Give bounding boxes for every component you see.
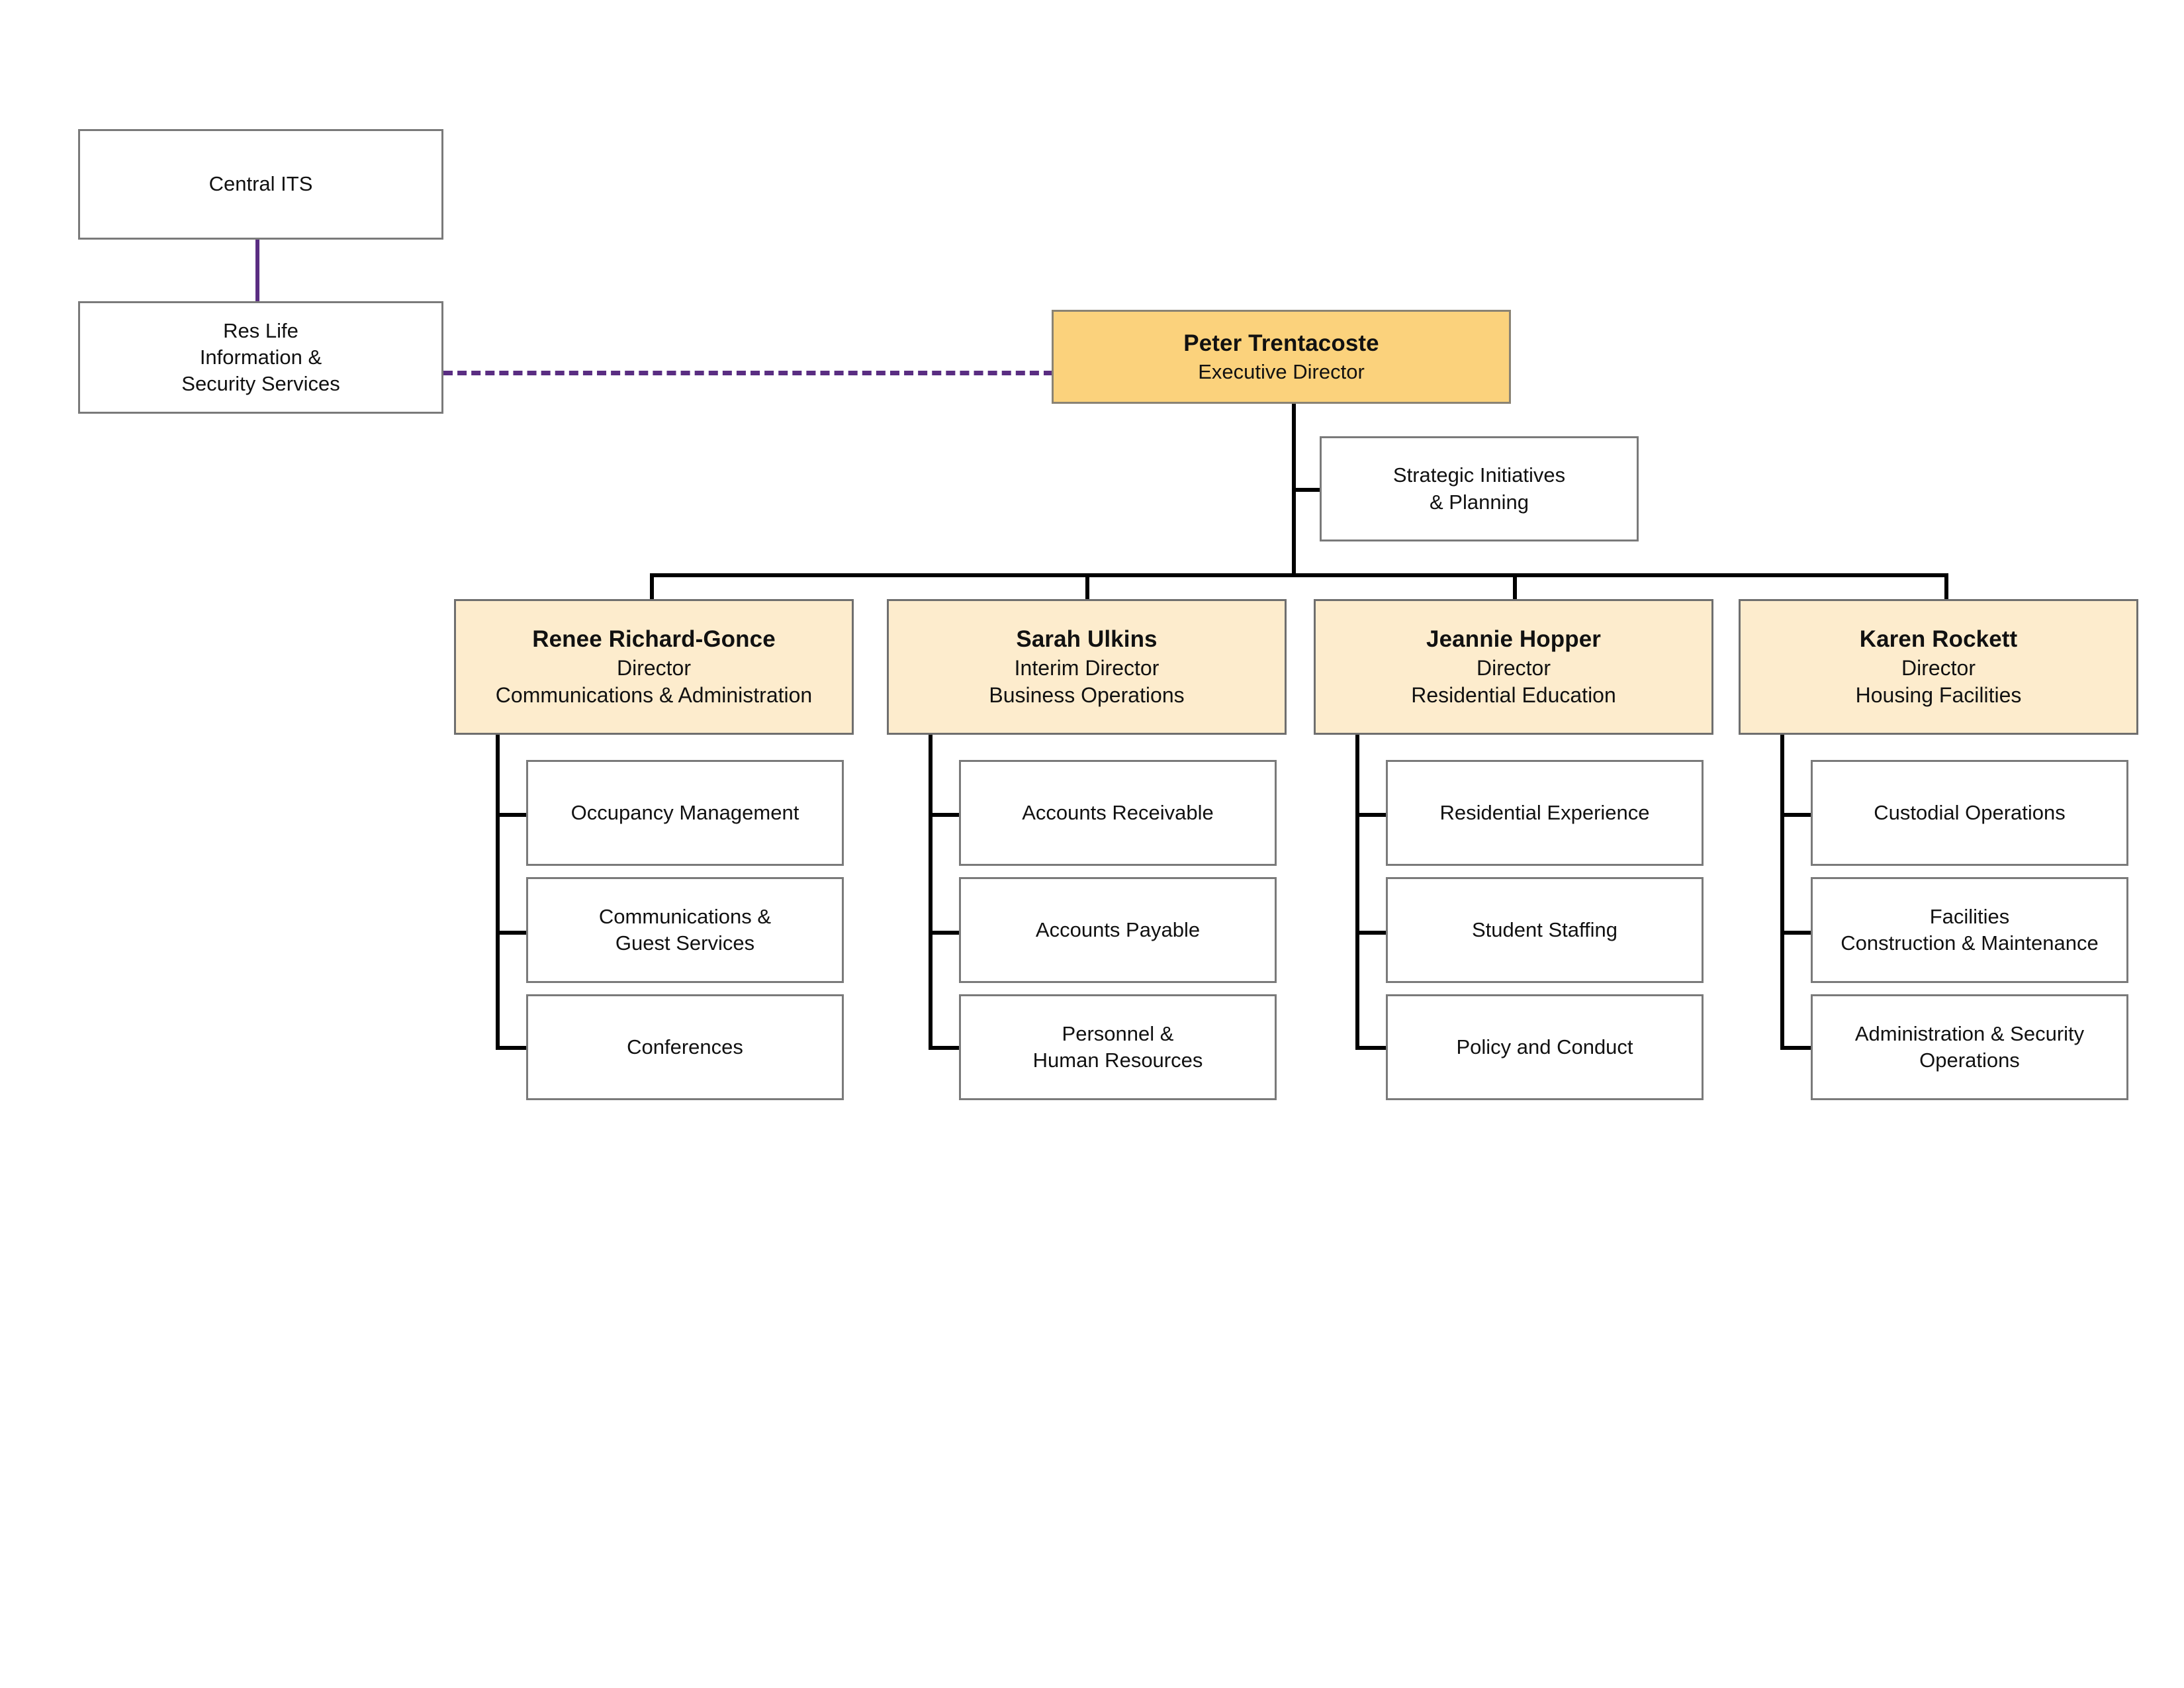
node-unit-policy-and-conduct[interactable]: Policy and Conduct [1386, 994, 1704, 1100]
unit-4-2-line-1: Facilities [1929, 904, 2010, 928]
unit-1-1-line-1: Occupancy Management [570, 800, 799, 824]
director-4-name: Karen Rockett [1859, 626, 2018, 653]
connector-col3-elbow-2 [1355, 931, 1387, 935]
unit-4-2-line-2: Construction & Maintenance [1841, 931, 2099, 955]
connector-col2-elbow-3 [929, 1046, 960, 1050]
node-unit-student-staffing[interactable]: Student Staffing [1386, 877, 1704, 983]
connector-col2-elbow-2 [929, 931, 960, 935]
node-executive-director[interactable]: Peter Trentacoste Executive Director [1052, 310, 1511, 404]
connector-executive-to-strategic-initiatives [1292, 488, 1320, 492]
connector-col4-elbow-1 [1780, 813, 1812, 817]
connector-col4-elbow-3 [1780, 1046, 1812, 1050]
node-unit-custodial-operations[interactable]: Custodial Operations [1811, 760, 2128, 866]
executive-name: Peter Trentacoste [1183, 330, 1379, 357]
res-life-line-2: Information & [199, 345, 322, 369]
node-director-housing-facilities[interactable]: Karen Rockett Director Housing Facilitie… [1739, 599, 2138, 735]
unit-4-3-line-1: Administration & Security [1854, 1021, 2085, 1045]
connector-bus-drop-2 [1085, 573, 1089, 599]
node-unit-accounts-receivable[interactable]: Accounts Receivable [959, 760, 1277, 866]
unit-2-2-line-1: Accounts Payable [1035, 917, 1201, 941]
node-unit-conferences[interactable]: Conferences [526, 994, 844, 1100]
connector-col1-elbow-2 [496, 931, 527, 935]
director-3-name: Jeannie Hopper [1426, 626, 1601, 653]
node-unit-residential-experience[interactable]: Residential Experience [1386, 760, 1704, 866]
node-res-life-info-security[interactable]: Res Life Information & Security Services [78, 301, 443, 414]
node-strategic-initiatives[interactable]: Strategic Initiatives & Planning [1320, 436, 1639, 541]
director-1-title: Director [616, 655, 691, 680]
connector-central-its-to-res-life [255, 240, 259, 303]
connector-col1-elbow-1 [496, 813, 527, 817]
connector-col3-elbow-3 [1355, 1046, 1387, 1050]
unit-4-3-line-2: Operations [1919, 1049, 2020, 1072]
node-unit-personnel-human-resources[interactable]: Personnel & Human Resources [959, 994, 1277, 1100]
res-life-line-1: Res Life [223, 318, 298, 342]
director-2-title: Interim Director [1014, 655, 1160, 680]
strategic-initiatives-line-2: & Planning [1430, 490, 1529, 514]
central-its-label: Central ITS [208, 172, 313, 196]
node-director-business-operations[interactable]: Sarah Ulkins Interim Director Business O… [887, 599, 1287, 735]
unit-1-2-line-1: Communications & [598, 904, 772, 928]
node-director-communications-administration[interactable]: Renee Richard-Gonce Director Communicati… [454, 599, 854, 735]
connector-col2-spine [929, 735, 933, 1050]
executive-title: Executive Director [1198, 359, 1365, 383]
unit-2-1-line-1: Accounts Receivable [1022, 800, 1214, 824]
node-unit-communications-guest-services[interactable]: Communications & Guest Services [526, 877, 844, 983]
connector-col4-spine [1780, 735, 1784, 1050]
node-unit-facilities-construction-maintenance[interactable]: Facilities Construction & Maintenance [1811, 877, 2128, 983]
connector-bus-drop-4 [1944, 573, 1948, 599]
director-4-title: Director [1901, 655, 1976, 680]
connector-dotted-res-life-to-executive [443, 371, 1053, 375]
node-unit-accounts-payable[interactable]: Accounts Payable [959, 877, 1277, 983]
unit-2-3-line-2: Human Resources [1032, 1049, 1203, 1072]
node-central-its[interactable]: Central ITS [78, 129, 443, 240]
director-1-department: Communications & Administration [495, 683, 813, 708]
director-3-department: Residential Education [1411, 683, 1616, 708]
unit-3-3-line-1: Policy and Conduct [1456, 1035, 1633, 1058]
connector-col4-elbow-2 [1780, 931, 1812, 935]
connector-col3-spine [1355, 735, 1359, 1050]
node-unit-occupancy-management[interactable]: Occupancy Management [526, 760, 844, 866]
connector-col2-elbow-1 [929, 813, 960, 817]
director-3-title: Director [1476, 655, 1551, 680]
director-1-name: Renee Richard-Gonce [532, 626, 776, 653]
connector-col1-spine [496, 735, 500, 1050]
connector-director-bus [650, 573, 1948, 577]
unit-3-2-line-1: Student Staffing [1471, 917, 1618, 941]
node-unit-administration-security-operations[interactable]: Administration & Security Operations [1811, 994, 2128, 1100]
connector-col3-elbow-1 [1355, 813, 1387, 817]
director-4-department: Housing Facilities [1855, 683, 2022, 708]
connector-bus-drop-1 [650, 573, 654, 599]
connector-bus-drop-3 [1513, 573, 1517, 599]
director-2-name: Sarah Ulkins [1016, 626, 1158, 653]
director-2-department: Business Operations [989, 683, 1185, 708]
unit-3-1-line-1: Residential Experience [1439, 800, 1650, 824]
unit-2-3-line-1: Personnel & [1062, 1021, 1174, 1045]
unit-1-2-line-2: Guest Services [615, 931, 755, 955]
node-director-residential-education[interactable]: Jeannie Hopper Director Residential Educ… [1314, 599, 1713, 735]
unit-4-1-line-1: Custodial Operations [1874, 800, 2066, 824]
res-life-line-3: Security Services [181, 372, 340, 396]
strategic-initiatives-line-1: Strategic Initiatives [1392, 463, 1566, 487]
unit-1-3-line-1: Conferences [627, 1035, 743, 1058]
connector-col1-elbow-3 [496, 1046, 527, 1050]
